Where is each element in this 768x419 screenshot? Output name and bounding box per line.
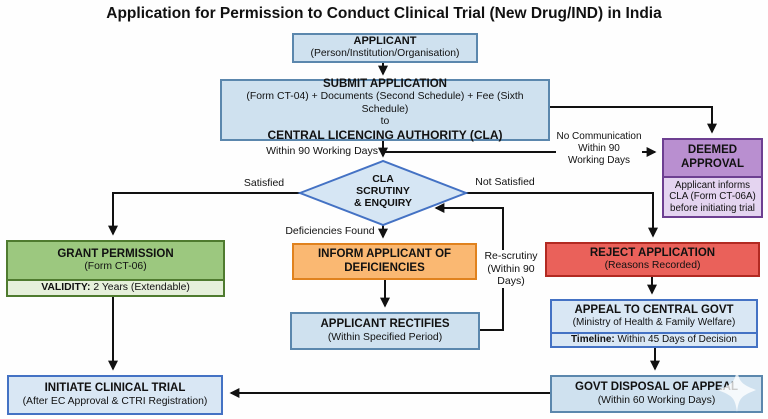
node-deemed-title-1: DEEMED [687,144,738,157]
node-submit-title: SUBMIT APPLICATION [323,77,447,90]
node-deemed-note-3: before initiating trial [670,202,755,214]
node-deemed-note: Applicant informs CLA (Form CT-06A) befo… [664,178,761,216]
node-submit-to: to [380,115,390,127]
label-deficiencies-found: Deficiencies Found [285,225,375,237]
edge-submit-deemed [550,106,717,134]
page-title: Application for Permission to Conduct Cl… [106,5,662,22]
node-applicant-subtitle: (Person/Institution/Organisation) [310,48,460,60]
node-submit-docs: (Form CT-04) + Documents (Second Schedul… [246,91,524,115]
label-satisfied: Satisfied [243,177,285,189]
node-reject-subtitle: (Reasons Recorded) [604,260,701,272]
node-reject-title: REJECT APPLICATION [589,246,716,259]
label-re-scrutiny: Re-scrutiny (Within 90 Days) [481,250,541,288]
node-govt-disposal: GOVT DISPOSAL OF APPEAL (Within 60 Worki… [550,375,763,413]
node-inform-line1: INFORM APPLICANT OF [317,247,452,260]
node-grant-title: GRANT PERMISSION [57,247,174,260]
node-appeal-timeline: Timeline: Within 45 Days of Decision [552,334,756,346]
node-reject-application: REJECT APPLICATION (Reasons Recorded) [545,242,760,277]
label-within-90-working-days: Within 90 Working Days [266,145,378,157]
node-deemed-note-2: CLA (Form CT-06A) [669,191,756,203]
node-govt-title: GOVT DISPOSAL OF APPEAL [575,381,738,394]
node-applicant-rectifies: APPLICANT RECTIFIES (Within Specified Pe… [290,312,480,350]
label-not-satisfied: Not Satisfied [475,176,535,188]
node-inform-deficiencies: INFORM APPLICANT OF DEFICIENCIES [292,243,477,280]
node-deemed-title-2: APPROVAL [680,158,745,170]
node-applicant: APPLICANT (Person/Institution/Organisati… [292,33,478,63]
edge-satisfied-grant [108,192,300,236]
node-grant-form: (Form CT-06) [84,261,147,273]
node-deemed-approval: DEEMED APPROVAL Applicant informs CLA (F… [662,138,763,218]
node-deemed-header: DEEMED APPROVAL [664,140,761,178]
appeal-timeline-value: Within 45 Days of Decision [614,334,737,346]
appeal-timeline-label: Timeline: [571,334,615,346]
node-scrutiny-line2: SCRUTINY [356,185,410,198]
node-submit-cla: CENTRAL LICENCING AUTHORITY (CLA) [267,128,503,143]
node-grant-validity: VALIDITY: 2 Years (Extendable) [8,281,223,295]
node-grant-header: GRANT PERMISSION (Form CT-06) [8,242,223,281]
label-no-communication: No Communication Within 90 Working Days [556,131,642,168]
node-appeal-title: APPEAL TO CENTRAL GOVT [574,303,734,316]
node-inform-line2: DEFICIENCIES [344,261,425,274]
node-applicant-title: APPLICANT [353,35,417,48]
node-govt-subtitle: (Within 60 Working Days) [597,394,716,406]
node-appeal-subtitle: (Ministry of Health & Family Welfare) [572,317,736,329]
scrutiny-decision-diamond [297,159,469,227]
node-initiate-title: INITIATE CLINICAL TRIAL [44,382,186,395]
grant-validity-value: 2 Years (Extendable) [90,281,190,293]
node-deemed-note-1: Applicant informs [674,179,751,191]
node-submit-application: SUBMIT APPLICATION (Form CT-04) + Docume… [220,77,550,143]
node-appeal-central-govt: APPEAL TO CENTRAL GOVT (Ministry of Heal… [550,299,758,348]
node-initiate-trial: INITIATE CLINICAL TRIAL (After EC Approv… [7,375,223,415]
node-cla-scrutiny: CLA SCRUTINY & ENQUIRY [318,173,448,210]
grant-validity-label: VALIDITY: [41,281,91,293]
node-rectifies-subtitle: (Within Specified Period) [327,331,443,343]
node-rectifies-title: APPLICANT RECTIFIES [320,318,450,331]
node-appeal-header: APPEAL TO CENTRAL GOVT (Ministry of Heal… [552,301,756,334]
node-scrutiny-line1: CLA [372,173,394,185]
node-scrutiny-line3: & ENQUIRY [354,197,412,210]
edge-notsatisfied-reject [466,192,658,238]
node-grant-permission: GRANT PERMISSION (Form CT-06) VALIDITY: … [6,240,225,297]
node-initiate-subtitle: (After EC Approval & CTRI Registration) [22,395,208,407]
